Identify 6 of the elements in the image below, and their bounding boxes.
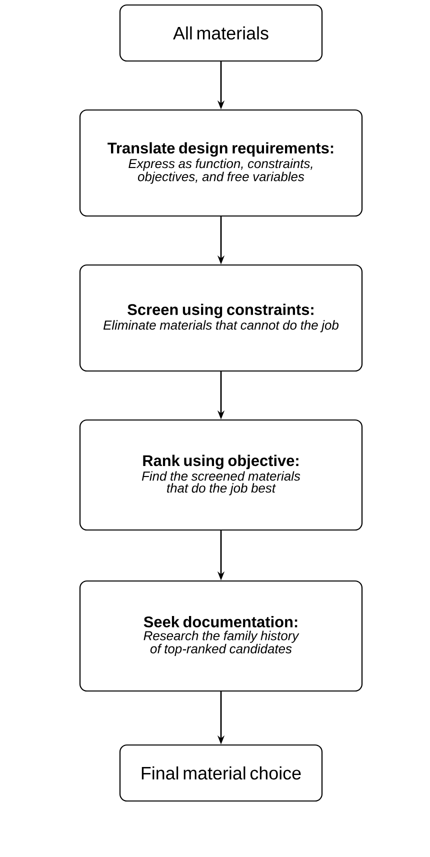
process-box: Translate design requirements: Express as function, constraints, objectives, and free variables bbox=[79, 109, 363, 217]
process-box: Rank using objective: Find the screened materials that do the job best bbox=[79, 419, 363, 531]
terminal-box: All materials bbox=[119, 4, 323, 62]
process-box: Seek documentation: Research the family history of top-ranked candidates bbox=[79, 580, 363, 692]
process-box: Screen using constraints: Eliminate materials that cannot do the job bbox=[79, 264, 363, 372]
terminal-box: Final material choice bbox=[119, 744, 323, 802]
